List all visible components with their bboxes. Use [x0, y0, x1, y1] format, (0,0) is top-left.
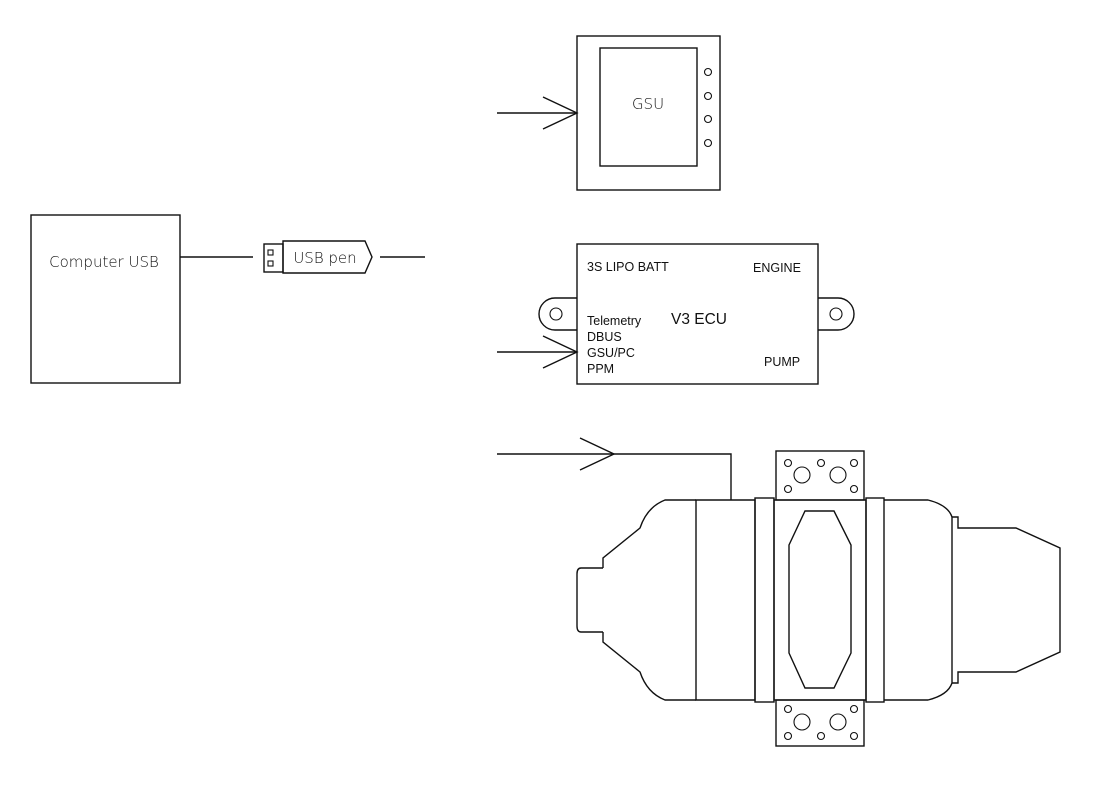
- gsu-housing: [576, 35, 721, 191]
- ecu-right-tab: [818, 297, 855, 331]
- ecu-engine-label: ENGINE: [753, 261, 801, 275]
- gsu-button: [703, 114, 713, 124]
- computer-usb-label: Computer USB: [49, 253, 159, 271]
- ecu-port-dbus: DBUS: [587, 330, 622, 344]
- ecu-title: V3 ECU: [671, 311, 727, 328]
- bottom-mount-bracket: [775, 699, 865, 747]
- engine-input-arrow: [497, 437, 732, 500]
- ecu-pump-label: PUMP: [764, 355, 800, 369]
- ecu-mount-hole: [549, 307, 563, 321]
- ecu-housing: [576, 243, 819, 385]
- usb-plug: [263, 243, 284, 273]
- ecu-port-ppm: PPM: [587, 362, 614, 376]
- gsu-screen: [599, 47, 698, 167]
- gsu-button: [703, 91, 713, 101]
- ecu-port-telemetry: Telemetry: [587, 314, 642, 328]
- engine-window: [788, 510, 852, 689]
- ecu-left-tab: [538, 297, 577, 331]
- turbine-engine: [576, 450, 1061, 747]
- ecu-battery-label: 3S LIPO BATT: [587, 260, 669, 274]
- computer-usb-node: Computer USB: [30, 214, 181, 384]
- ecu-mount-hole: [829, 307, 843, 321]
- gsu-node: GSU: [576, 35, 721, 191]
- usb-pen-body: [282, 240, 373, 274]
- top-mount-bracket: [775, 450, 865, 501]
- gsu-button: [703, 138, 713, 148]
- gsu-input-arrow: [497, 96, 579, 130]
- usb-pen-node: USB pen: [263, 240, 373, 274]
- gsu-label: GSU: [632, 95, 664, 113]
- ecu-port-gsu-pc: GSU/PC: [587, 346, 635, 360]
- ecu-node: 3S LIPO BATT ENGINE V3 ECU Telemetry DBU…: [538, 243, 855, 385]
- gsu-button: [703, 67, 713, 77]
- usb-pen-label: USB pen: [293, 249, 356, 267]
- ecu-input-arrow: [497, 335, 579, 369]
